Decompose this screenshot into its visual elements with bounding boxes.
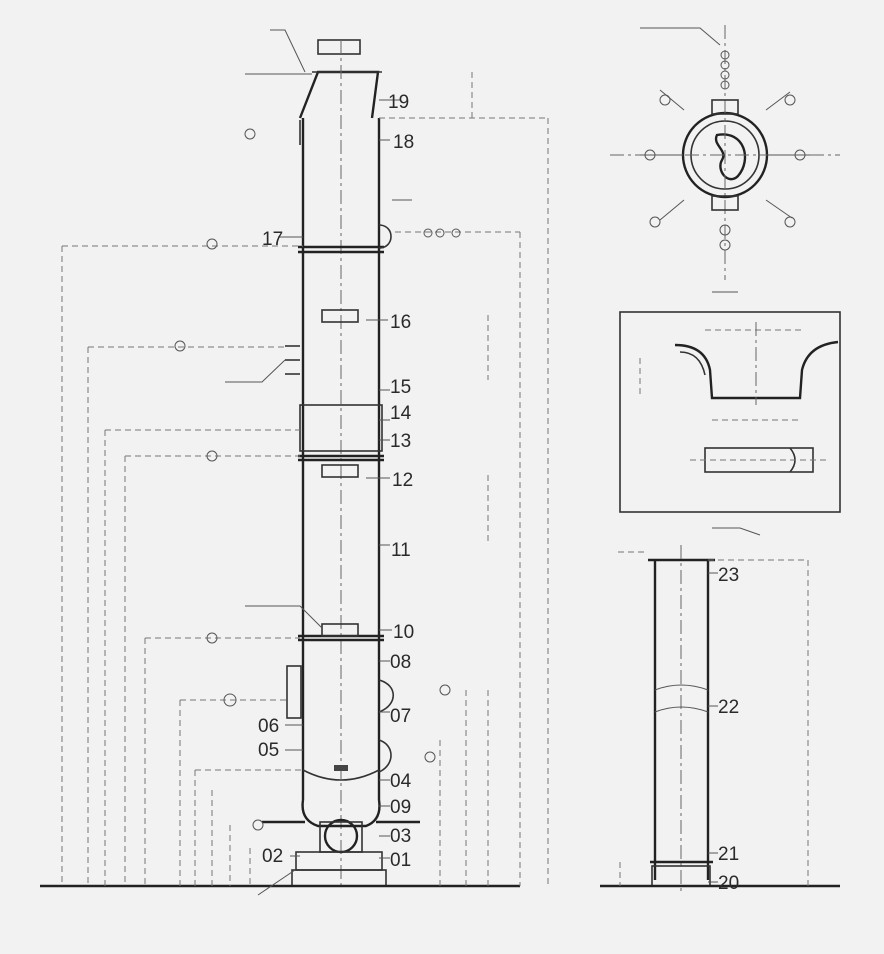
callout-20: 20 — [718, 873, 739, 894]
callout-labels: 19 18 17 16 15 14 13 12 11 10 08 07 06 0… — [258, 92, 739, 894]
callout-13: 13 — [390, 431, 411, 452]
callout-10: 10 — [393, 622, 414, 643]
callout-22: 22 — [718, 697, 739, 718]
callout-18: 18 — [393, 132, 414, 153]
detail-box — [619, 311, 841, 513]
secondary-elevation-view — [600, 527, 840, 895]
callout-09: 09 — [390, 797, 411, 818]
callout-19: 19 — [388, 92, 409, 113]
callout-15: 15 — [390, 377, 411, 398]
callout-12: 12 — [392, 470, 413, 491]
callout-03: 03 — [390, 826, 411, 847]
callout-02: 02 — [262, 846, 283, 867]
callout-23: 23 — [718, 565, 739, 586]
callout-05: 05 — [258, 740, 279, 761]
callout-16: 16 — [390, 312, 411, 333]
callout-17: 17 — [262, 229, 283, 250]
callout-21: 21 — [718, 844, 739, 865]
callout-04: 04 — [390, 771, 412, 792]
callout-01: 01 — [390, 850, 411, 871]
callout-06: 06 — [258, 716, 279, 737]
main-elevation-view — [40, 29, 549, 896]
plan-view — [610, 25, 840, 293]
callout-07: 07 — [390, 706, 411, 727]
callout-14: 14 — [390, 403, 412, 424]
callout-08: 08 — [390, 652, 411, 673]
callout-11: 11 — [391, 540, 411, 561]
